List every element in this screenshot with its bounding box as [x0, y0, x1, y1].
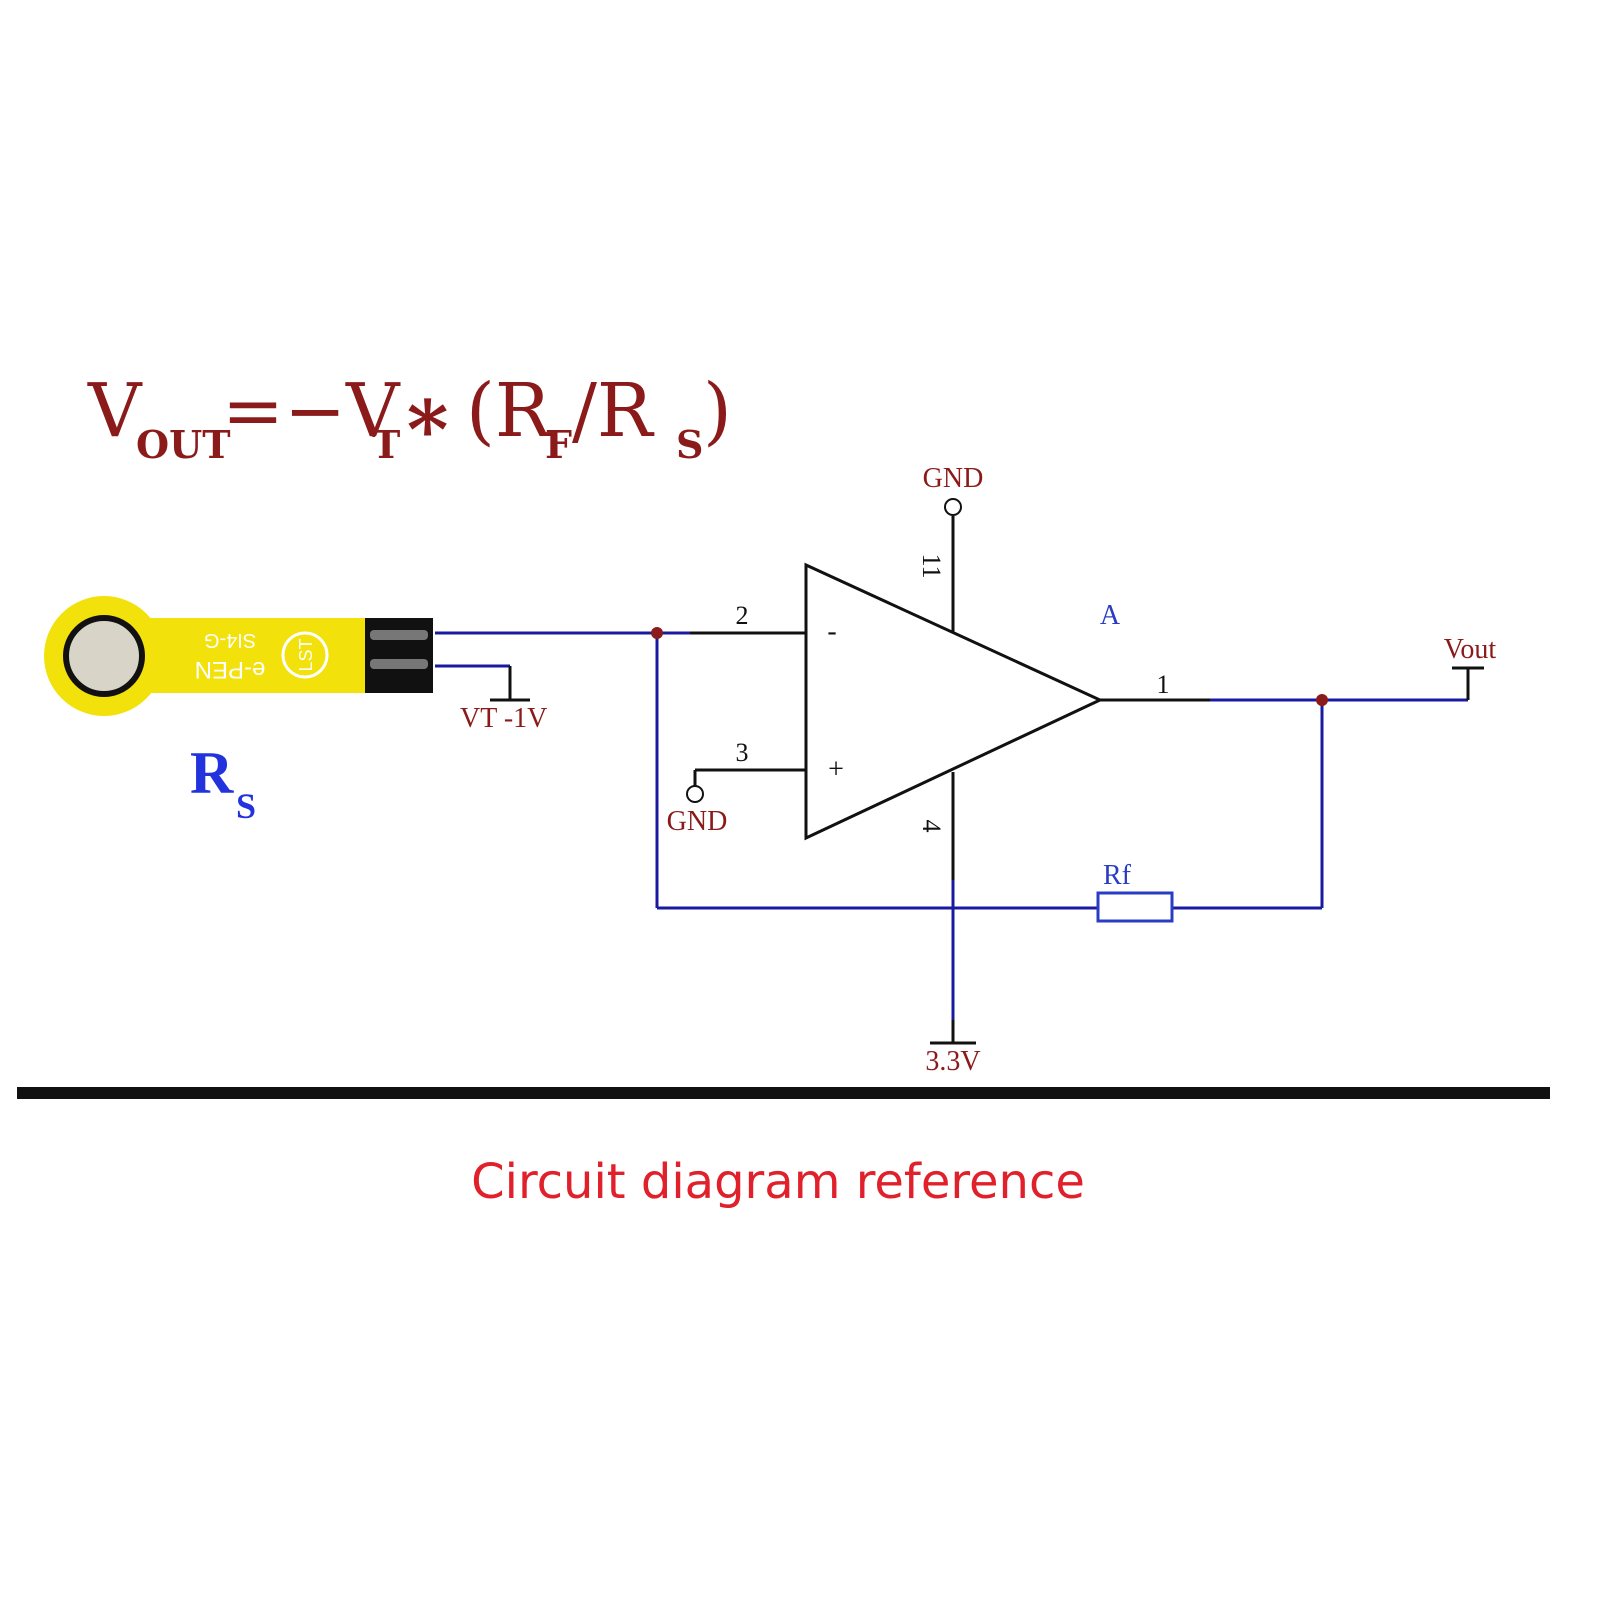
- gnd-top-label: GND: [923, 463, 984, 494]
- pin-leads: [490, 516, 1484, 1045]
- sensor-tail: [130, 618, 370, 693]
- formula-times: ∗: [400, 367, 455, 461]
- sensor-logo-ring: [281, 631, 329, 679]
- amp-label: A: [1100, 600, 1121, 631]
- pin11-label: 11: [917, 553, 946, 578]
- junction-output-node: [1316, 694, 1328, 706]
- sensor-print-model: SI4-G: [204, 629, 256, 651]
- rf-label: Rf: [1103, 860, 1132, 891]
- junction-inverting-node: [651, 627, 663, 639]
- supply-3v3-label: 3.3V: [925, 1046, 980, 1077]
- gnd-bottom-label: GND: [667, 806, 728, 837]
- rs-label-subscript: S: [236, 786, 256, 826]
- formula-s-subscript: S: [676, 422, 703, 467]
- formula-out-subscript: OUT: [136, 422, 231, 467]
- gnd-top-terminal: [944, 498, 962, 516]
- wires: [435, 631, 1468, 1020]
- op-amp-triangle: [804, 562, 1104, 841]
- sensor-connector: [365, 618, 433, 693]
- formula-slash-r: /R: [572, 368, 655, 454]
- formula-close-paren: ): [703, 368, 732, 454]
- force-sensor: e-PEN SI4-G LST R S: [44, 596, 433, 826]
- formula-v: V: [87, 368, 143, 454]
- rs-label: R: [190, 740, 234, 806]
- connector-pin-bottom: [370, 659, 428, 669]
- circuit-labels: VT -1V GND GND 2 3 1 11 4 - + A Vout Rf …: [460, 463, 1496, 1077]
- pin3-label: 3: [736, 738, 749, 767]
- divider-line: [17, 1087, 1550, 1099]
- formula-t-subscript: T: [372, 422, 400, 467]
- pin4-label: 4: [917, 820, 946, 833]
- formula: V OUT =−V T ∗ (R F /R S ): [87, 367, 732, 467]
- inverting-sign: -: [827, 616, 836, 647]
- caption: Circuit diagram reference: [471, 1154, 1085, 1210]
- sensor-print-brand: e-PEN: [195, 656, 266, 683]
- gnd-bottom-terminal: [686, 785, 704, 803]
- formula-open-r: (R: [466, 368, 553, 454]
- rf-resistor: [1096, 891, 1174, 923]
- connector-pin-top: [370, 630, 428, 640]
- pin2-label: 2: [736, 601, 749, 630]
- vout-label: Vout: [1444, 634, 1497, 665]
- formula-f-subscript: F: [545, 422, 572, 467]
- sensor-logo: LST: [296, 638, 316, 671]
- noninverting-sign: +: [828, 754, 844, 785]
- vt-label: VT -1V: [460, 703, 547, 734]
- formula-equals-minus-v: =−V: [222, 368, 401, 454]
- sensor-pad: [63, 615, 145, 697]
- pin1-label: 1: [1157, 670, 1170, 699]
